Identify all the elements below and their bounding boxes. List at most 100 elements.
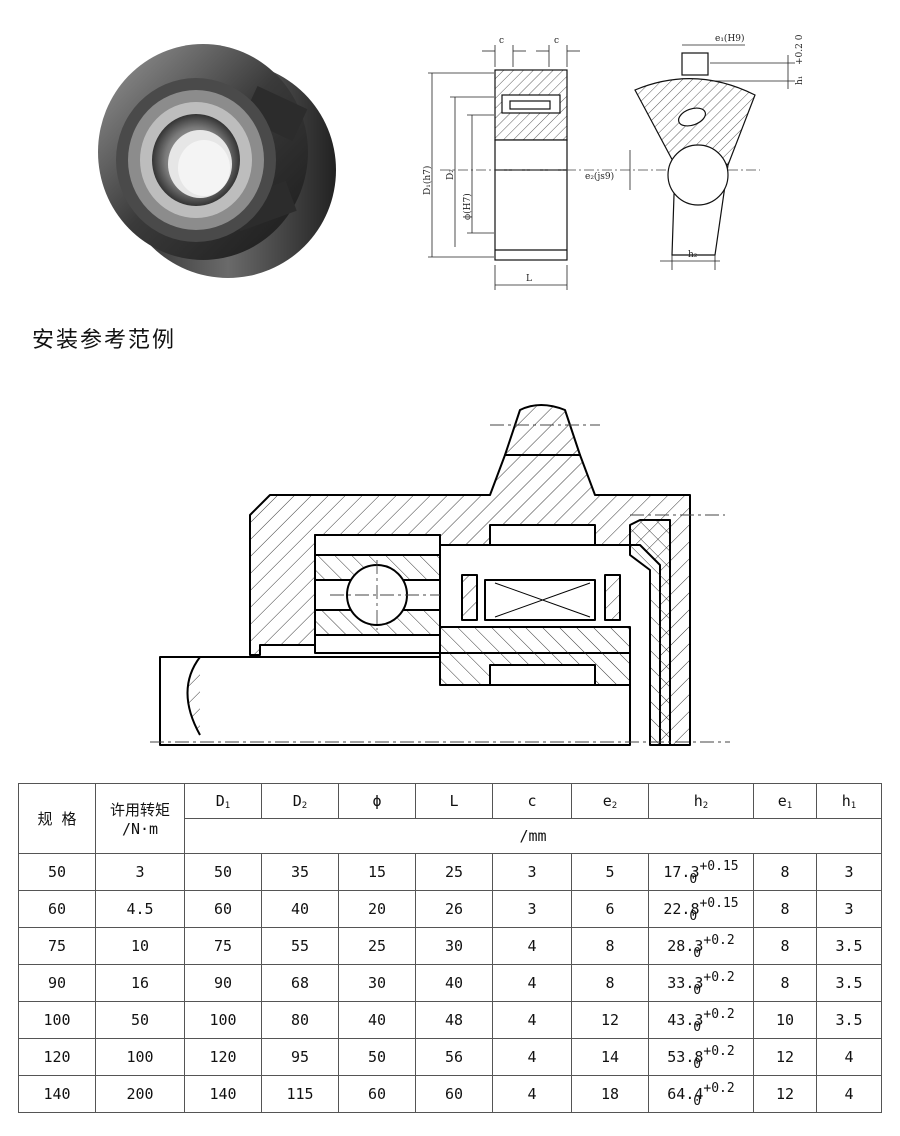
header-h1: h1 [816, 783, 882, 819]
cell-torque: 50 [95, 1001, 185, 1039]
cell-d2: 40 [261, 890, 339, 928]
cell-l: 25 [415, 853, 493, 891]
cell-d2: 55 [261, 927, 339, 965]
cell-spec: 50 [18, 853, 96, 891]
spec-table: 规 格 许用转矩 /N·m D1 D2 ϕ L c e2 h2 e1 h1 /m… [18, 783, 882, 1113]
cell-l: 30 [415, 927, 493, 965]
cell-torque: 200 [95, 1075, 185, 1113]
cell-torque: 3 [95, 853, 185, 891]
cell-phi: 60 [338, 1075, 416, 1113]
cell-e2: 6 [571, 890, 649, 928]
cell-d1: 120 [184, 1038, 262, 1076]
cell-torque: 4.5 [95, 890, 185, 928]
cell-e2: 14 [571, 1038, 649, 1076]
cell-h1: 3.5 [816, 927, 882, 965]
cell-e1: 10 [753, 1001, 817, 1039]
cell-e2: 8 [571, 927, 649, 965]
cell-c: 4 [492, 1075, 572, 1113]
cell-d1: 140 [184, 1075, 262, 1113]
dim-d2: D₂ [446, 169, 456, 180]
installation-drawing [150, 404, 730, 746]
cell-h1: 3 [816, 853, 882, 891]
cell-phi: 25 [338, 927, 416, 965]
cell-l: 26 [415, 890, 493, 928]
cell-d1: 100 [184, 1001, 262, 1039]
cell-torque: 16 [95, 964, 185, 1002]
cell-spec: 100 [18, 1001, 96, 1039]
dim-e2-js9: e₂(js9) [585, 171, 614, 182]
header-e2: e2 [571, 783, 649, 819]
header-l: L [415, 783, 493, 819]
header-spec: 规 格 [18, 783, 96, 854]
cell-spec: 120 [18, 1038, 96, 1076]
cell-e1: 8 [753, 853, 817, 891]
cell-d1: 50 [184, 853, 262, 891]
table-header-row: 规 格 许用转矩 /N·m D1 D2 ϕ L c e2 h2 e1 h1 [18, 783, 882, 854]
header-e1: e1 [753, 783, 817, 819]
cell-h1: 3.5 [816, 1001, 882, 1039]
cell-h1: 3 [816, 890, 882, 928]
cell-c: 4 [492, 1038, 572, 1076]
cell-d2: 80 [261, 1001, 339, 1039]
cell-c: 3 [492, 890, 572, 928]
cell-spec: 75 [18, 927, 96, 965]
cell-e1: 12 [753, 1038, 817, 1076]
cell-phi: 15 [338, 853, 416, 891]
cell-c: 4 [492, 1001, 572, 1039]
dimension-drawing: c c D₁(h7) D₂ ϕ(H7) e₂(js9) L e₁(H9) h₁ … [422, 33, 805, 290]
header-d2: D2 [261, 783, 339, 819]
cell-e2: 8 [571, 964, 649, 1002]
cell-d1: 75 [184, 927, 262, 965]
cell-phi: 30 [338, 964, 416, 1002]
dim-c-right: c [554, 36, 559, 46]
cell-c: 4 [492, 927, 572, 965]
cell-phi: 40 [338, 1001, 416, 1039]
dim-h1-tolerance: +0.2 0 [795, 34, 805, 65]
cell-e1: 8 [753, 890, 817, 928]
header-phi: ϕ [338, 783, 416, 819]
cell-e1: 8 [753, 964, 817, 1002]
dim-e1-h9: e₁(H9) [715, 33, 745, 44]
header-c: c [492, 783, 572, 819]
cell-c: 4 [492, 964, 572, 1002]
header-torque: 许用转矩 /N·m [95, 783, 185, 854]
cell-h1: 3.5 [816, 964, 882, 1002]
cell-e1: 12 [753, 1075, 817, 1113]
cell-spec: 60 [18, 890, 96, 928]
cell-torque: 100 [95, 1038, 185, 1076]
cell-l: 40 [415, 964, 493, 1002]
product-photo [98, 44, 336, 278]
section-title: 安装参考范例 [32, 328, 177, 353]
header-unit-mm: /mm [184, 818, 882, 854]
cell-c: 3 [492, 853, 572, 891]
cell-d2: 95 [261, 1038, 339, 1076]
cell-spec: 90 [18, 964, 96, 1002]
cell-l: 56 [415, 1038, 493, 1076]
dim-d1-h7: D₁(h7) [422, 166, 433, 195]
cell-d1: 90 [184, 964, 262, 1002]
dim-phi-h7: ϕ(H7) [462, 193, 473, 220]
dim-h2: h₂ [688, 250, 698, 260]
cell-l: 48 [415, 1001, 493, 1039]
cell-torque: 10 [95, 927, 185, 965]
cell-phi: 50 [338, 1038, 416, 1076]
header-torque-unit: /N·m [121, 820, 159, 838]
cell-e2: 12 [571, 1001, 649, 1039]
cell-d2: 115 [261, 1075, 339, 1113]
cell-h1: 4 [816, 1075, 882, 1113]
cell-spec: 140 [18, 1075, 96, 1113]
cell-h1: 4 [816, 1038, 882, 1076]
cell-d2: 35 [261, 853, 339, 891]
